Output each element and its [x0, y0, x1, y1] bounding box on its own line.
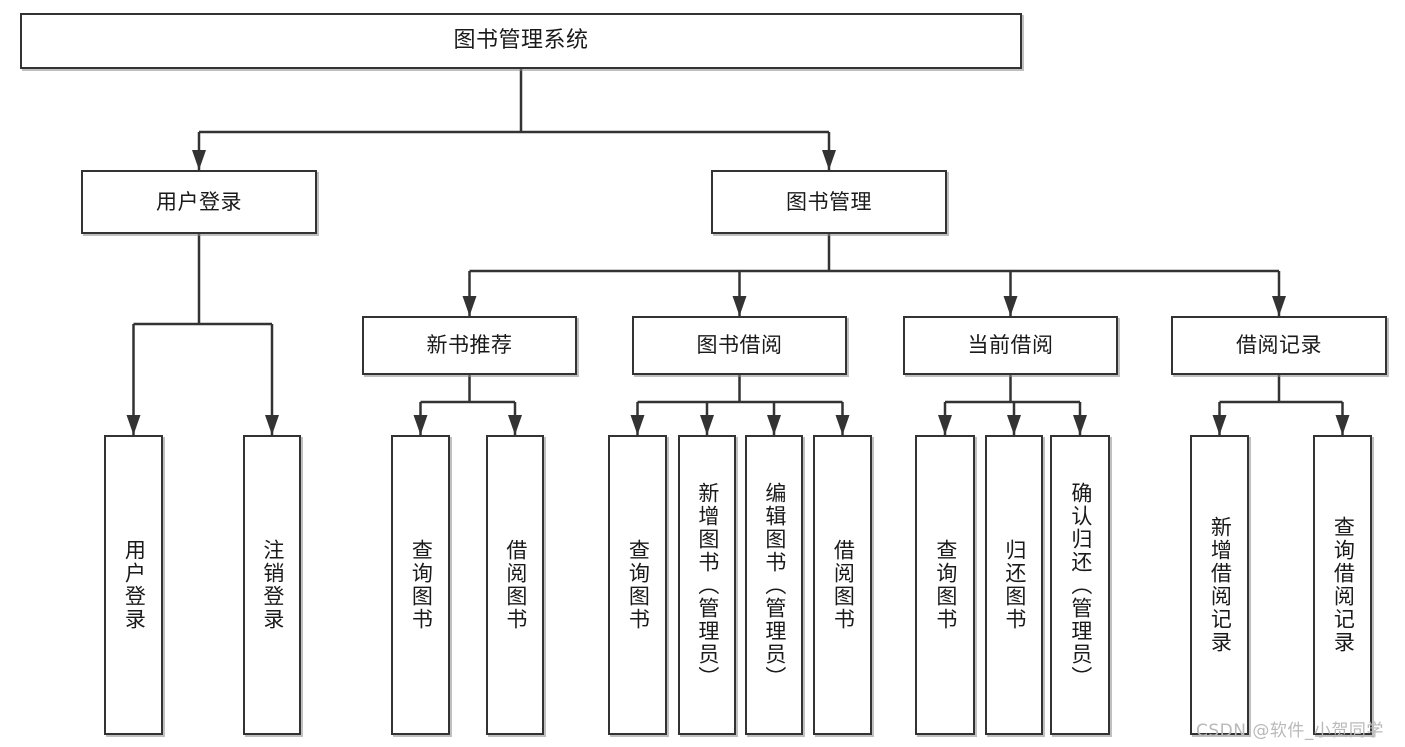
arrowhead-icon	[835, 415, 850, 435]
arrowhead-icon	[732, 296, 747, 316]
node-label: 查询图书	[626, 539, 651, 631]
node-user-login[interactable]: 用户登录	[81, 170, 317, 234]
arrowhead-icon	[1272, 296, 1286, 316]
arrowhead-icon	[126, 415, 141, 435]
arrowhead-icon	[265, 415, 279, 435]
arrowhead-icon	[508, 415, 522, 435]
node-leaf-5[interactable]: 查询图书	[608, 435, 667, 735]
node-label: 新增借阅记录	[1208, 516, 1233, 654]
node-label: 确认归还（管理员）	[1068, 481, 1093, 689]
arrowhead-icon	[822, 150, 836, 170]
arrowhead-icon	[938, 415, 952, 435]
node-label: 借阅记录	[1236, 333, 1322, 358]
node-label: 图书管理系统	[453, 28, 589, 54]
node-label: 用户登录	[156, 189, 242, 214]
watermark-text: CSDN @软件_小贺同学	[1196, 721, 1384, 741]
node-label: 借阅图书	[503, 539, 528, 631]
node-leaf-6[interactable]: 新增图书（管理员）	[678, 435, 736, 735]
node-label: 新书推荐	[426, 333, 513, 358]
node-label: 注销登录	[260, 539, 285, 631]
node-label: 借阅图书	[831, 539, 856, 631]
node-leaf-1[interactable]: 用户登录	[104, 435, 163, 735]
node-label: 当前借阅	[967, 333, 1054, 358]
node-label: 查询图书	[409, 539, 434, 631]
arrowhead-icon	[767, 415, 781, 435]
node-leaf-8[interactable]: 借阅图书	[813, 435, 872, 735]
node-leaf-11[interactable]: 确认归还（管理员）	[1050, 435, 1110, 735]
node-label: 编辑图书（管理员）	[762, 481, 787, 689]
arrowhead-icon	[1003, 296, 1018, 316]
node-book-manage[interactable]: 图书管理	[711, 170, 947, 234]
arrowhead-icon	[700, 415, 714, 435]
arrowhead-icon	[1073, 415, 1087, 435]
node-label: 图书借阅	[696, 333, 783, 358]
arrowhead-icon	[192, 150, 206, 170]
node-label: 归还图书	[1002, 539, 1027, 631]
arrowhead-icon	[1007, 415, 1021, 435]
node-leaf-7[interactable]: 编辑图书（管理员）	[745, 435, 803, 735]
node-leaf-13[interactable]: 查询借阅记录	[1313, 435, 1372, 735]
arrowhead-icon	[1212, 415, 1227, 435]
node-leaf-2[interactable]: 注销登录	[243, 435, 301, 735]
node-leaf-12[interactable]: 新增借阅记录	[1190, 435, 1249, 735]
node-leaf-9[interactable]: 查询图书	[915, 435, 975, 735]
node-cur-borrow[interactable]: 当前借阅	[903, 316, 1118, 375]
arrowhead-icon	[462, 296, 477, 316]
node-borrow-log[interactable]: 借阅记录	[1171, 316, 1387, 375]
arrowhead-icon	[1335, 415, 1350, 435]
node-label: 图书管理	[786, 189, 872, 214]
node-root[interactable]: 图书管理系统	[20, 13, 1022, 69]
node-book-borrow[interactable]: 图书借阅	[632, 316, 847, 375]
node-leaf-3[interactable]: 查询图书	[391, 435, 450, 735]
node-label: 新增图书（管理员）	[695, 481, 720, 689]
node-label: 查询借阅记录	[1331, 516, 1356, 654]
arrowhead-icon	[630, 415, 645, 435]
node-leaf-10[interactable]: 归还图书	[985, 435, 1043, 735]
node-leaf-4[interactable]: 借阅图书	[486, 435, 544, 735]
arrowhead-icon	[413, 415, 428, 435]
node-label: 用户登录	[122, 539, 147, 631]
node-new-book-rec[interactable]: 新书推荐	[362, 316, 577, 375]
node-label: 查询图书	[933, 539, 958, 631]
